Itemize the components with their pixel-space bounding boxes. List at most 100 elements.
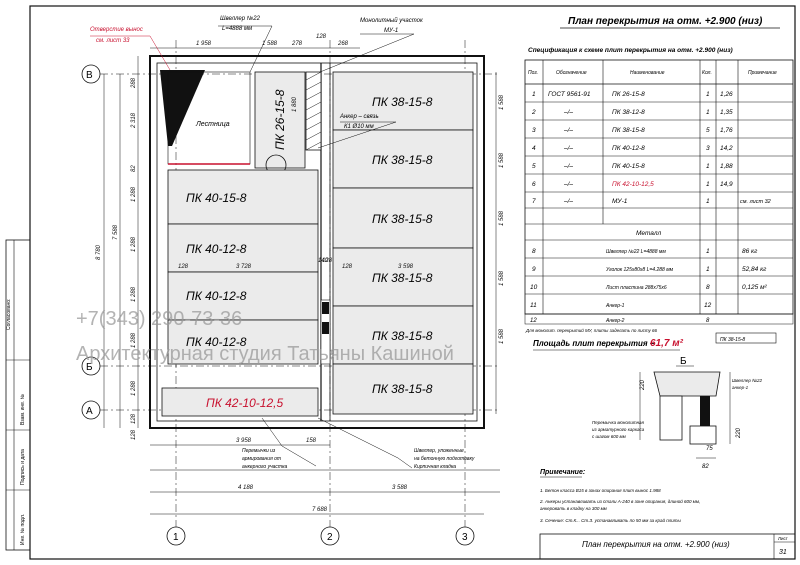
dim-mid-4: 3 598 [398, 264, 414, 270]
detail-label-left-1: Перемычка монолитная [592, 420, 645, 425]
dim-v-small: 1 880 [292, 96, 298, 112]
dim-left-2: 2 318 [131, 112, 137, 129]
spec-r1-pos: 1 [532, 91, 536, 98]
dim-bottom-a2: 158 [306, 438, 317, 444]
callout-monolith: Монолитный участок [360, 17, 424, 24]
spec-r3-pos: 3 [532, 127, 536, 134]
spec-r7-note: см. лист 32 [740, 199, 771, 205]
spec-r6-name: ПК 42-10-12,5 [612, 181, 654, 188]
spec-r7-qty: 1 [706, 198, 710, 205]
spec-r12-name: Анкер-2 [605, 318, 625, 324]
dim-bottom-c: 3 588 [392, 485, 408, 491]
spec-title: Спецификация к схеме плит перекрытия на … [528, 47, 733, 54]
slab-right-3 [332, 187, 474, 249]
dim-right-1: 1 588 [499, 94, 505, 110]
callout-lintel-2: армирования от [242, 456, 281, 462]
watermark-studio: Архитектурная студия Татьяны Кашиной [76, 343, 454, 365]
stamp-sign-date: Подпись и дата [20, 449, 26, 485]
axis-letter-b: Б [86, 362, 93, 373]
slab-left-2 [167, 223, 319, 273]
spec-r6-note: 14,9 [720, 181, 733, 188]
spec-r2-note: 1,35 [720, 109, 733, 116]
callout-opening-2: см. лист 33 [96, 38, 130, 44]
sheet-label: Лист [778, 536, 788, 541]
dim-mid-2: 3 728 [236, 264, 252, 270]
slab-vertical-label: ПК 26-15-8 [273, 89, 287, 150]
dim-left-8: 1 288 [131, 380, 137, 396]
spec-r3-qty: 5 [706, 127, 710, 134]
callout-lintel-1: Перемычки из [242, 448, 276, 454]
callout-opening-1: Отверстие вынос [90, 27, 143, 33]
bottom-title: План перекрытия на отм. +2.900 (низ) [582, 540, 730, 549]
top-title-text: План перекрытия на отм. +2.900 (низ) [568, 16, 763, 27]
slab-left-4 [167, 319, 319, 365]
slab-right-2 [332, 129, 474, 189]
slab-left-4-label: ПК 40-12-8 [186, 335, 247, 349]
floor-opening [160, 70, 205, 146]
spec-r12-pos: 12 [530, 318, 537, 324]
area-label: Площадь плит перекрытия – [533, 339, 655, 348]
spec-r1-qty: 1 [706, 91, 710, 98]
spec-r11-pos: 11 [530, 302, 537, 309]
detail-tag: ПК 38-15-8 [720, 337, 745, 343]
notes-title: Примечание: [540, 469, 585, 476]
slab-red-label: ПК 42-10-12,5 [206, 396, 283, 410]
notes-line-1: 1. Бетон класса В15 в зонах опирания пли… [540, 488, 661, 493]
detail-label-left-3: с шагом 600 мм [592, 434, 626, 439]
detail-label-top-2: анкер-1 [732, 385, 749, 390]
spec-r9-qty: 1 [706, 266, 710, 273]
dim-left-9: 128 [131, 413, 137, 424]
spec-r6-code: –/– [563, 181, 573, 188]
dim-mid-5: 128 [342, 264, 353, 270]
spec-h-name: Наименование [630, 70, 665, 76]
dim-right-3: 1 588 [499, 210, 505, 226]
notes-line-3: анкеровать в кладку на 300 мм [540, 506, 607, 511]
slab-right-1-label: ПК 38-15-8 [372, 95, 433, 109]
notes: Примечание: 1. Бетон класса В15 в зонах … [539, 469, 700, 523]
axis-number-3: 3 [462, 532, 468, 543]
spec-h-pos: Поз. [528, 70, 538, 76]
spec-r3-name: ПК 38-15-8 [612, 127, 645, 134]
spec-r10-pos: 10 [530, 284, 538, 291]
dim-left-10: 128 [131, 429, 137, 440]
detail-b: Б ПК 38-15-8 220 220 75 82 Швеллер №22 а… [592, 332, 777, 470]
stamp-inv-repl: Взам. инв. № [20, 394, 26, 425]
spec-r7-pos: 7 [532, 198, 536, 205]
axis-number-2: 2 [327, 532, 333, 543]
spec-r2-qty: 1 [706, 109, 710, 116]
dim-left-7: 1 288 [131, 332, 137, 348]
dim-v-small2: 140 [318, 258, 329, 264]
spec-r12-qty: 8 [706, 318, 710, 324]
dim-left-5: 1 288 [131, 236, 137, 252]
spec-r5-pos: 5 [532, 163, 536, 170]
spec-h-note: Примечание [748, 70, 777, 76]
watermark-phone: +7(343) 290-73-36 [76, 308, 242, 330]
dim-top-5: 268 [337, 41, 349, 47]
joint-block-2 [322, 322, 329, 334]
spec-r8-note: 86 кг [742, 248, 758, 255]
slab-right-5-label: ПК 38-15-8 [372, 329, 433, 343]
detail-d220: 220 [640, 379, 646, 391]
spec-r1-note: 1,26 [720, 91, 733, 98]
callout-lintel-3: анкерного участка [242, 464, 287, 470]
dim-left-total2: 7 588 [113, 224, 119, 240]
dim-bottom-a: 3 958 [236, 438, 252, 444]
spec-r11-qty: 12 [704, 302, 712, 309]
stamp-agreed: Согласовано: [6, 299, 12, 330]
axis-letter-a: А [86, 406, 93, 417]
slab-left-1 [167, 169, 319, 225]
callout-anchor-2: К1 Ø10 мм [344, 124, 374, 130]
spec-r5-name: ПК 40-15-8 [612, 163, 645, 170]
slab-red [161, 387, 319, 417]
dim-top-4: 128 [316, 34, 327, 40]
axis-number-1: 1 [173, 532, 179, 543]
spec-r8-qty: 1 [706, 248, 710, 255]
spec-materials-title: Металл [636, 230, 662, 237]
dim-mid-3: 128 [322, 258, 333, 264]
spec-r5-code: –/– [563, 163, 573, 170]
slab-right-3-label: ПК 38-15-8 [372, 212, 433, 226]
spec-r1-name: ПК 26-15-8 [612, 91, 645, 98]
dim-top-1: 1 958 [196, 41, 212, 47]
dim-left-6: 1 288 [131, 286, 137, 302]
